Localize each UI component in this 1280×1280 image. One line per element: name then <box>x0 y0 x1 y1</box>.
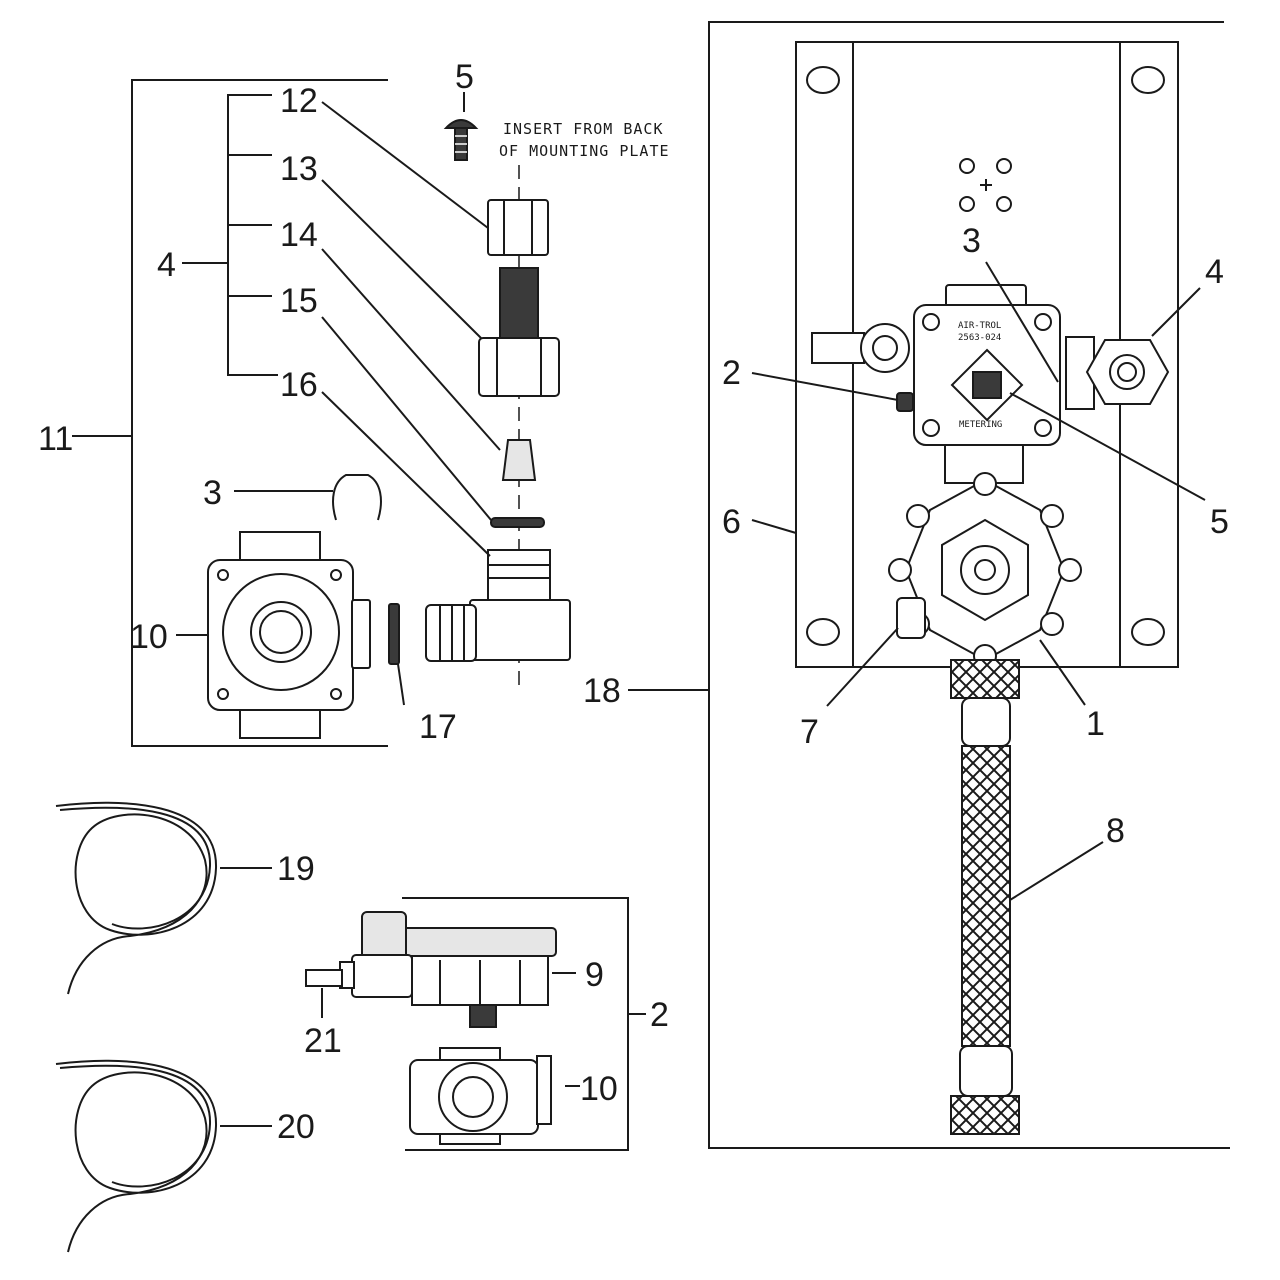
screw-part-5 <box>443 119 479 161</box>
callout-4-right: 4 <box>1205 253 1224 291</box>
assembly-2-bracket <box>402 897 629 1151</box>
callout-14: 14 <box>280 216 318 254</box>
note-line-2: OF MOUNTING PLATE <box>499 142 670 160</box>
callout-7: 7 <box>800 713 819 751</box>
assembly-11-bracket <box>72 79 388 747</box>
tubing-coil-part-19 <box>55 801 218 995</box>
callout-17: 17 <box>419 708 457 746</box>
callout-11: 11 <box>38 420 73 458</box>
valve-top-part-9 <box>305 911 557 1028</box>
callout-18: 18 <box>583 672 621 710</box>
callout-3-right: 3 <box>962 222 981 260</box>
body-part-10-bottom <box>409 1047 552 1145</box>
callout-6: 6 <box>722 503 741 541</box>
callout-10-left: 10 <box>130 618 168 656</box>
callout-13: 13 <box>280 150 318 188</box>
clip-part-3 <box>332 474 382 521</box>
callout-9: 9 <box>585 956 604 994</box>
valve-metering-text: METERING <box>959 420 1002 430</box>
note-line-1: INSERT FROM BACK <box>503 120 664 138</box>
callout-5-top: 5 <box>455 58 474 96</box>
lever-part-7 <box>896 597 926 639</box>
nut-part-12 <box>487 199 549 256</box>
callout-16: 16 <box>280 366 318 404</box>
fitting-part-13 <box>478 267 560 397</box>
valve-model-text: 2563-024 <box>958 333 1001 343</box>
tubing-coil-part-20 <box>55 1059 218 1253</box>
assembly-4-bracket <box>182 94 278 376</box>
braided-hose-part-8 <box>950 659 1020 1135</box>
body-housing-part-10 <box>207 531 371 739</box>
callout-5-right: 5 <box>1210 503 1229 541</box>
callout-8: 8 <box>1106 812 1125 850</box>
callout-12: 12 <box>280 82 318 120</box>
callout-2-right: 2 <box>722 354 741 392</box>
callout-3-left: 3 <box>203 474 222 512</box>
leader-lines <box>176 101 1206 1127</box>
valve-brand-text: AIR-TROL <box>958 321 1001 331</box>
elbow-fitting-part-16 <box>425 549 571 662</box>
gasket-part-17 <box>388 603 400 665</box>
callout-21: 21 <box>304 1022 342 1060</box>
assembly-18-frame <box>708 21 1230 1149</box>
callout-4-left: 4 <box>157 246 176 284</box>
callout-10-bottom: 10 <box>580 1070 618 1108</box>
ferrule-part-14 <box>501 439 537 481</box>
callout-labels: 5 12 13 14 15 16 4 11 3 10 17 19 20 9 21… <box>38 58 1229 1146</box>
o-ring-part-15 <box>490 517 545 528</box>
callout-20: 20 <box>277 1108 315 1146</box>
valve-block: AIR-TROL 2563-024 METERING <box>896 284 1061 484</box>
callout-15: 15 <box>280 282 318 320</box>
callout-19: 19 <box>277 850 315 888</box>
callout-1: 1 <box>1086 705 1105 743</box>
hex-fitting-part-4 <box>1085 339 1170 405</box>
callout-2-bottom: 2 <box>650 996 669 1034</box>
side-port-fittings <box>811 323 1095 410</box>
